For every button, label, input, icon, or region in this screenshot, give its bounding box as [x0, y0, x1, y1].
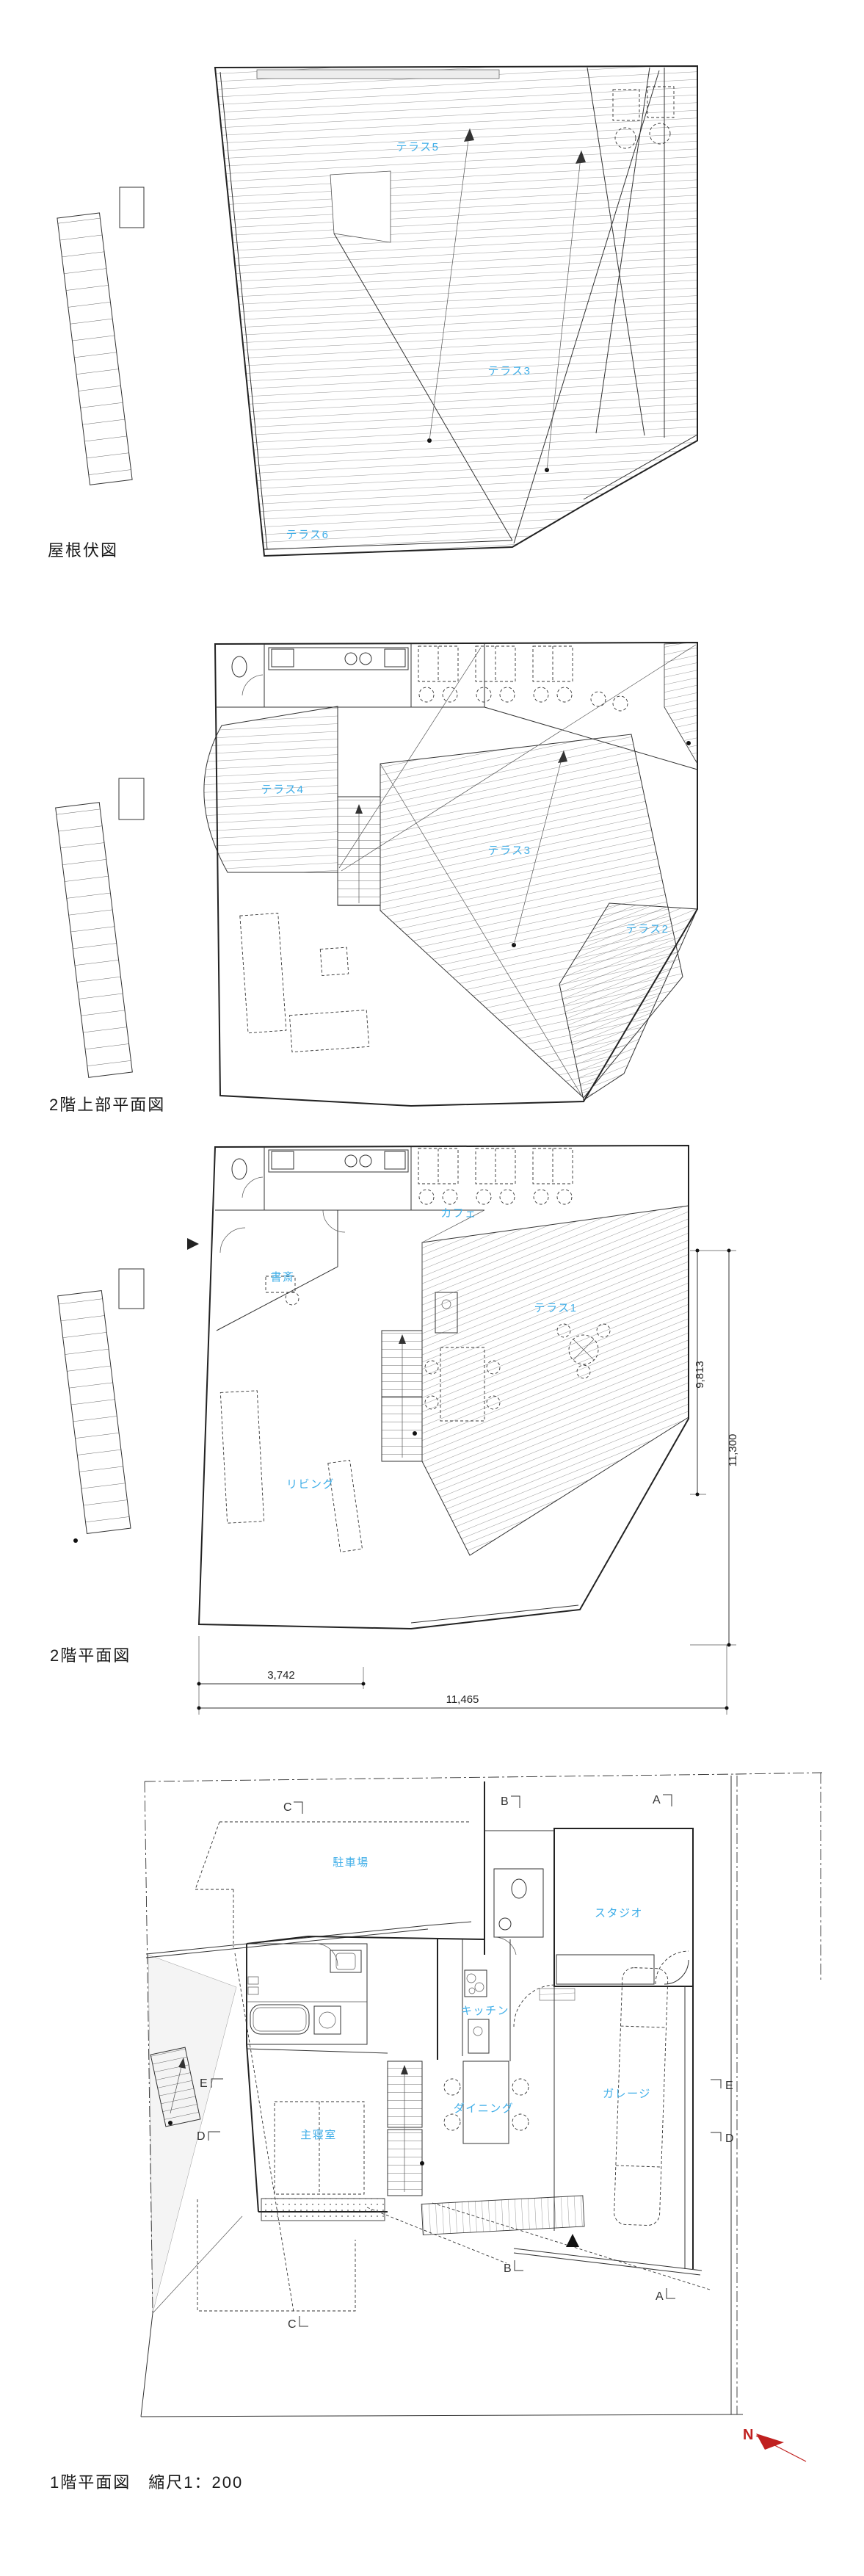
- kitchen-galley: [462, 1939, 576, 2061]
- living-furniture: [219, 1390, 363, 1552]
- dining-set-2f: [424, 1347, 501, 1422]
- site-slope-wedge: [148, 1954, 237, 2314]
- carport-edge: [145, 1921, 472, 1958]
- label-kitchen: キッチン: [461, 2005, 509, 2017]
- cafe-tables-upper: [418, 645, 628, 712]
- svg-text:C: C: [288, 2318, 297, 2331]
- entry-wc-block: [484, 1781, 554, 1955]
- bathroom: [246, 1943, 368, 2045]
- exterior-stair-2f: [57, 1268, 145, 1543]
- svg-text:A: A: [653, 1794, 661, 1806]
- svg-text:A: A: [656, 2290, 664, 2303]
- label-terrace1: テラス1: [534, 1302, 577, 1314]
- svg-text:B: B: [504, 2262, 512, 2275]
- furniture-below-dashed: [239, 913, 370, 1053]
- svg-text:B: B: [501, 1795, 509, 1808]
- study-room: [216, 1209, 346, 1331]
- label-terrace5: テラス5: [396, 141, 439, 153]
- garage: [513, 1967, 703, 2276]
- label-living: リビング: [286, 1478, 335, 1491]
- label-terrace3-upper: テラス3: [487, 844, 531, 857]
- floor2-upper-title: 2階上部平面図: [49, 1096, 165, 1114]
- label-terrace6: テラス6: [286, 529, 329, 541]
- label-studio: スタジオ: [595, 1907, 643, 1920]
- svg-text:D: D: [197, 2130, 206, 2143]
- floor2-outline: [197, 1144, 689, 1630]
- label-bedroom: 主寝室: [300, 2128, 337, 2141]
- floor2-upper-drawing: テラス4 テラス3 テラス2 2階上部平面図: [49, 641, 698, 1114]
- stair-core-2f: [381, 1330, 423, 1462]
- label-terrace2: テラス2: [625, 923, 669, 936]
- label-dining: ダイニング: [454, 2102, 515, 2115]
- dim-3742: 3,742: [267, 1669, 295, 1682]
- label-cafe: カフェ: [440, 1207, 477, 1220]
- roof-top-light: [256, 69, 500, 79]
- master-bedroom: [246, 2048, 388, 2195]
- cafe-tables-2f: [418, 1148, 573, 1205]
- kitchen-counter-upper: [268, 647, 409, 670]
- dining-set: [443, 2061, 529, 2144]
- roof-opening: [330, 170, 391, 243]
- roof-equipment-icons: [612, 86, 675, 149]
- svg-text:N: N: [743, 2427, 753, 2443]
- stair-core-1f: [387, 2061, 424, 2196]
- roof-plan-title: 屋根伏図: [48, 541, 118, 560]
- parking-outline: [195, 1821, 471, 1947]
- label-study: 書斎: [270, 1270, 294, 1284]
- svg-text:E: E: [200, 2077, 208, 2090]
- exterior-stair-upper: [55, 778, 145, 1078]
- floor1-plan-drawing: C B A E D E D B A C N 駐車場 スタジオ キッチン ガレージ…: [50, 1772, 823, 2492]
- label-garage: ガレージ: [603, 2088, 651, 2100]
- house-walls: [246, 1936, 485, 2213]
- entrance-triangle: [566, 2234, 579, 2247]
- studio-room: [553, 1828, 694, 1987]
- svg-text:D: D: [725, 2132, 734, 2145]
- floor2-upper-outline: [214, 641, 698, 1107]
- floor2-title: 2階平面図: [50, 1646, 131, 1665]
- kitchen-island-2f: [421, 1209, 485, 1334]
- terrace4-deck: [203, 706, 338, 873]
- kitchen-counter-2f: [268, 1149, 409, 1173]
- site-boundary: [144, 1772, 823, 2414]
- sight-lines: [338, 644, 697, 1097]
- roof-outline: [214, 65, 698, 557]
- svg-text:C: C: [283, 1801, 292, 1814]
- entrance-2f: [187, 1227, 246, 1253]
- roof-slope-arrows: [427, 128, 586, 472]
- slope-arrow-upper: [512, 741, 691, 947]
- roof-facet-lines: [264, 67, 698, 550]
- floor1-title: 1階平面図 縮尺1：200: [50, 2473, 243, 2492]
- stair-core-upper: [337, 796, 381, 906]
- roof-plan-drawing: テラス5 テラス3 テラス6 屋根伏図: [48, 65, 698, 560]
- section-paths: [197, 1953, 711, 2312]
- label-terrace4: テラス4: [261, 784, 304, 796]
- dim-11300: 11,300: [727, 1434, 739, 1467]
- label-parking: 駐車場: [333, 1856, 369, 1869]
- upper-band-walls: [215, 644, 698, 770]
- dim-11465: 11,465: [446, 1693, 479, 1706]
- dim-9813: 9,813: [694, 1361, 706, 1389]
- wc-fixtures-2f: [231, 1158, 264, 1198]
- wc-fixtures: [231, 656, 264, 696]
- label-terrace3-roof: テラス3: [487, 365, 531, 377]
- floor2-plan-drawing: 9,813 11,300 3,742 11,465 カフェ 書斎 テラス1 リビ…: [50, 1144, 739, 1715]
- decks: [261, 2195, 585, 2235]
- floor2-band-walls: [215, 1147, 579, 1624]
- site-lines: [140, 1776, 744, 2417]
- svg-text:E: E: [725, 2080, 733, 2092]
- north-arrow: N: [743, 2427, 807, 2462]
- terrace1-furniture: [556, 1323, 611, 1379]
- exterior-stair-1f: [150, 2047, 201, 2127]
- dimension-lines: 9,813 11,300 3,742 11,465: [197, 1248, 739, 1715]
- exterior-stair-roof: [57, 187, 145, 485]
- section-markers: C B A E D E D B A C: [197, 1794, 734, 2331]
- terrace2-deck: [559, 902, 698, 1101]
